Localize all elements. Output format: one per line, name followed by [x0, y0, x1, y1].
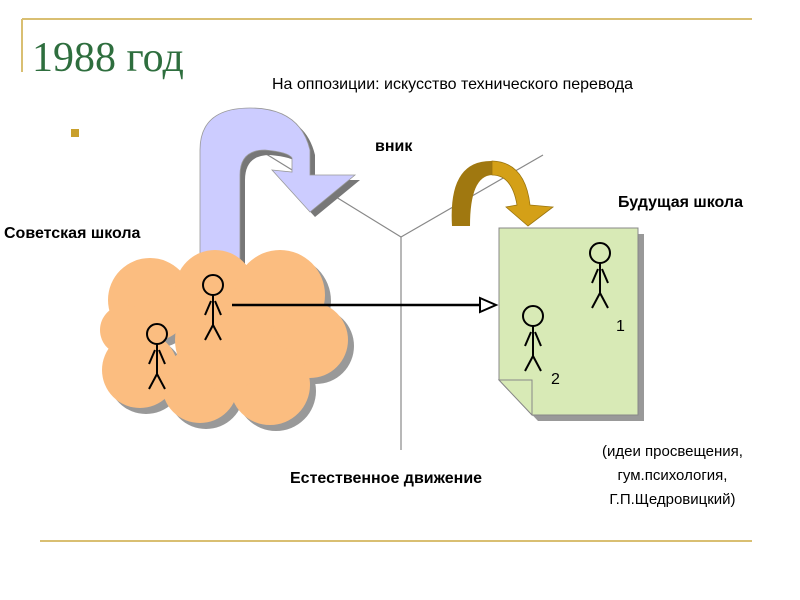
figure-number-2: 2	[551, 371, 560, 388]
label-natural-movement: Естественное движение	[290, 470, 483, 487]
person-icon	[589, 242, 611, 309]
note-line: Г.П.Щедровицкий)	[609, 491, 736, 508]
gold-arc-arrow	[451, 160, 555, 227]
note-line: гум.психология,	[617, 467, 728, 484]
stick-figures	[146, 242, 611, 390]
slide-subtitle: На оппозиции: искусство технического пер…	[272, 76, 634, 93]
label-soviet-school: Советская школа	[4, 225, 141, 242]
person-icon	[146, 323, 168, 390]
future-school-document	[497, 227, 644, 421]
label-future-school: Будущая школа	[618, 194, 743, 211]
label-vnik: вник	[375, 138, 413, 155]
figure-number-1: 1	[616, 318, 625, 335]
note: (идеи просвещения, гум.психология, Г.П.Щ…	[602, 440, 743, 512]
slide-title: 1988 год	[32, 35, 184, 81]
blue-uturn-arrow	[199, 107, 360, 267]
person-icon	[202, 274, 224, 341]
connector-arrow	[232, 296, 499, 314]
soviet-school-cloud	[100, 250, 354, 431]
note-line: (идеи просвещения,	[602, 443, 743, 460]
bullet-icon	[71, 129, 79, 137]
person-icon	[522, 305, 544, 372]
